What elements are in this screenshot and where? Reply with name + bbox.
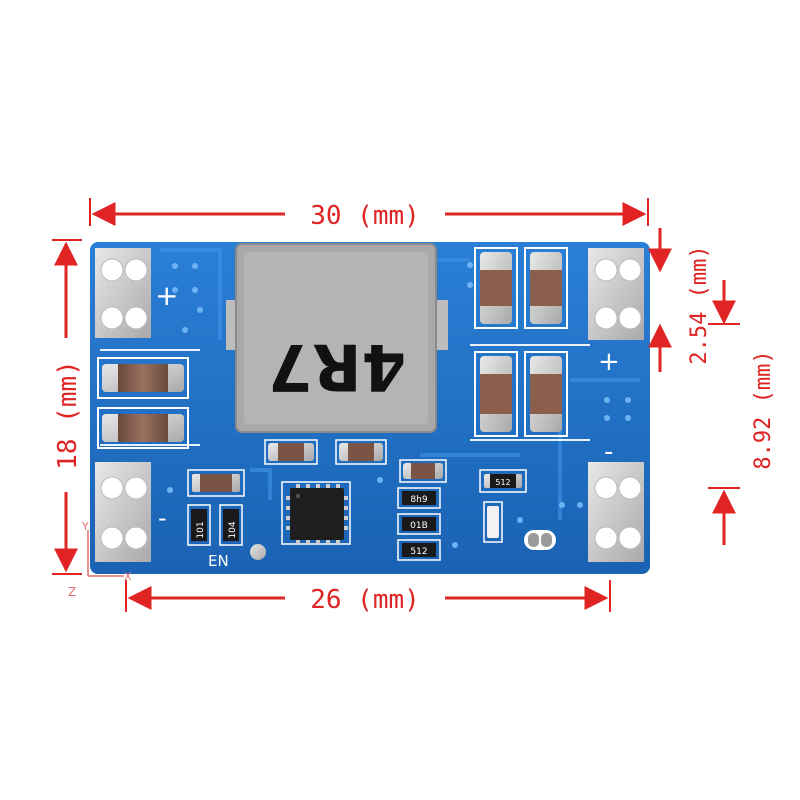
axis-z-label: Z: [68, 585, 76, 599]
inductor: 4R7: [226, 243, 448, 433]
en-pad: [250, 544, 266, 560]
axis-indicator: [87, 530, 124, 577]
output-minus-pads: [588, 462, 644, 562]
silk-plus-left: +: [155, 279, 178, 312]
output-capacitors: [474, 247, 568, 437]
resistor-code-101: 101: [196, 521, 206, 538]
solder-jumper: [524, 530, 556, 550]
resistor-code-01b: 01B: [410, 521, 428, 531]
input-capacitors: [97, 357, 189, 449]
resistor-column: [397, 487, 441, 561]
axis-x-label: X: [124, 570, 132, 583]
dimension-hole-spacing: [125, 580, 611, 612]
en-label: EN: [208, 552, 229, 570]
resistor-code-8h9: 8h9: [410, 495, 427, 505]
pin-pitch-label: 2.54 (mm): [687, 245, 712, 364]
axis-y-label: Y: [81, 520, 89, 533]
led: [483, 501, 503, 543]
width-label: 30 (mm): [310, 201, 420, 231]
inductor-marking: 4R7: [268, 329, 406, 403]
silk-minus-left: -: [158, 504, 167, 532]
input-plus-pads: [95, 248, 151, 338]
feedback-resistors: [187, 469, 245, 546]
output-resistor: [479, 469, 527, 493]
dimension-pin-offset: [708, 280, 740, 545]
hole-spacing-label: 26 (mm): [310, 585, 420, 615]
resistor-code-512-a: 512: [410, 547, 427, 557]
silk-minus-right: -: [604, 437, 613, 467]
resistor-code-512-b: 512: [495, 478, 510, 487]
dimension-height: [52, 239, 82, 575]
output-plus-pads: [588, 248, 644, 340]
small-capacitors: [264, 439, 447, 483]
pin-offset-label: 8.92 (mm): [751, 350, 776, 469]
silk-plus-right: +: [598, 347, 620, 377]
regulator-ic: [281, 481, 351, 545]
resistor-code-104: 104: [228, 521, 238, 538]
height-label: 18 (mm): [53, 360, 83, 470]
input-minus-pads: [95, 462, 151, 562]
dimension-width: [89, 198, 649, 226]
